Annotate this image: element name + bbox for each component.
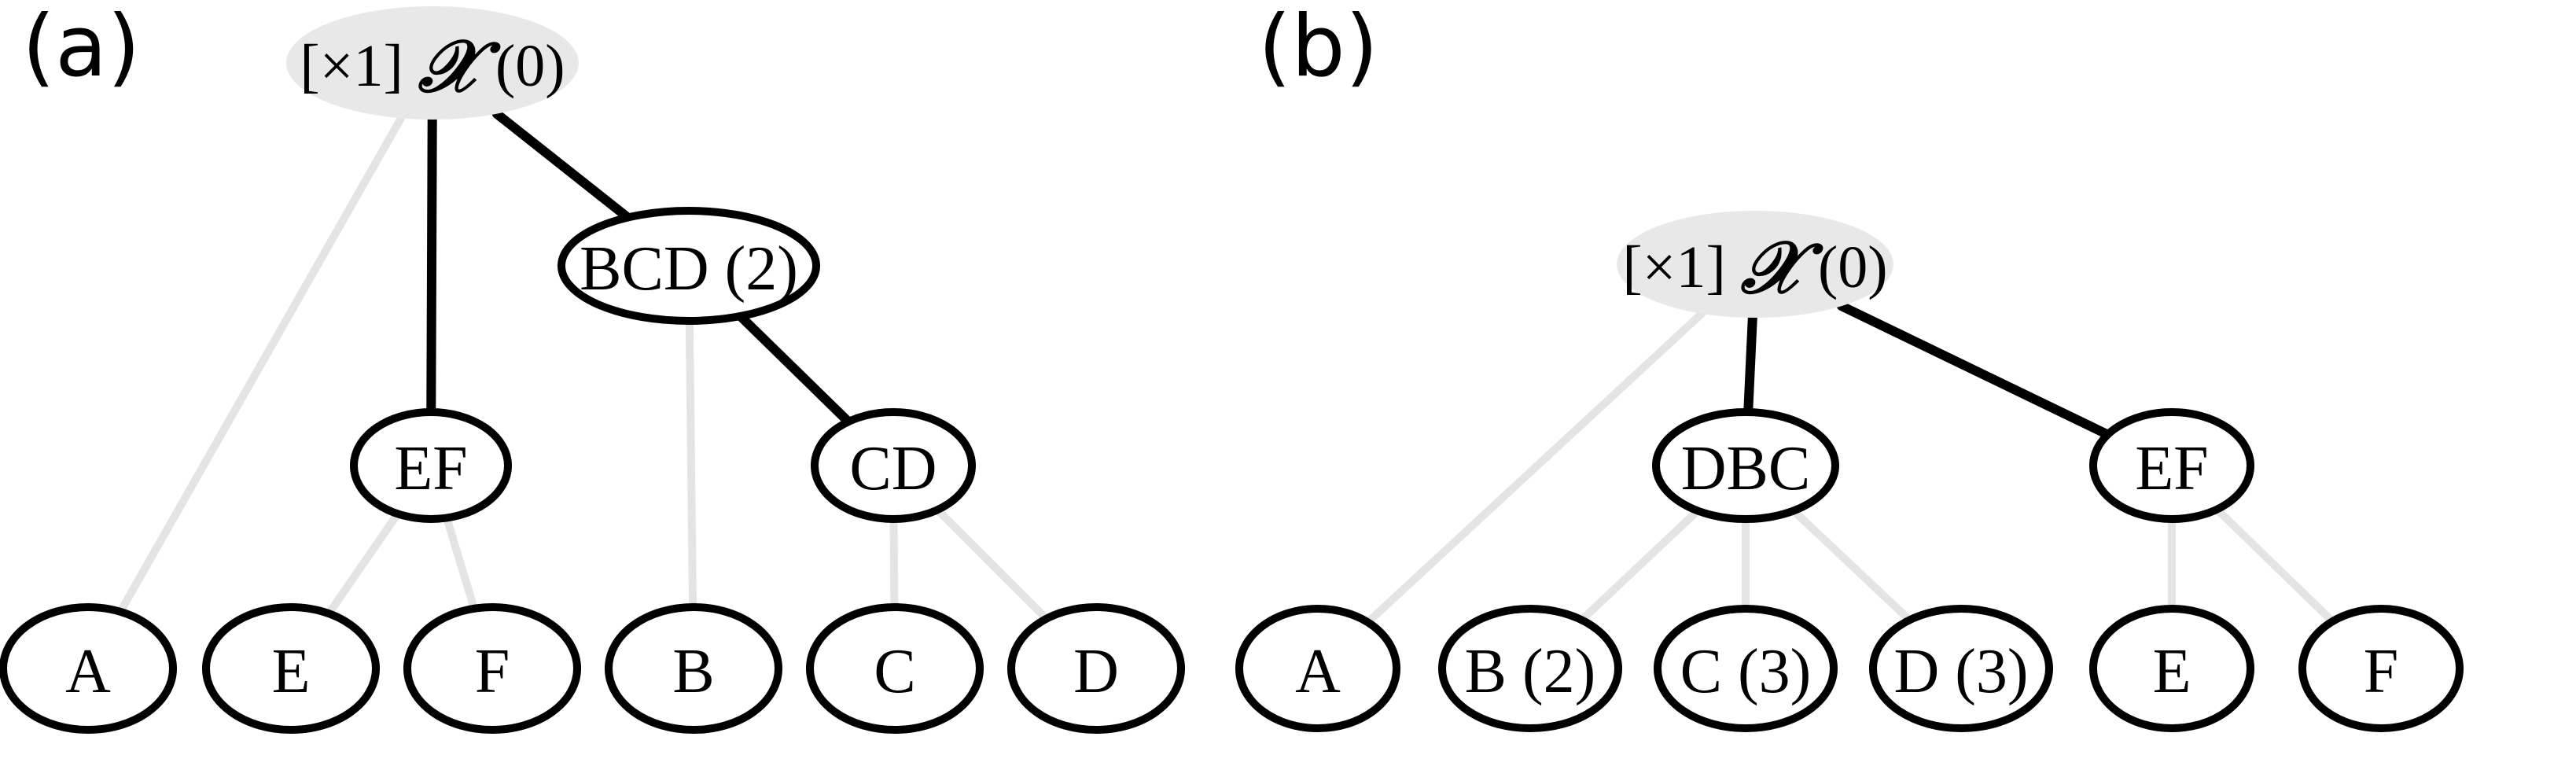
node-text-b-leaf-F: F [2364, 637, 2399, 706]
edge-a-root-to-a-bcd [491, 109, 633, 223]
node-a-root[interactable]: [×1] 𝒳 (0) [286, 6, 579, 120]
node-text-a-leaf-C: C [874, 637, 915, 706]
node-text-a-leaf-F: F [475, 637, 510, 706]
node-shape-b-leaf-C3 [1654, 605, 1838, 732]
node-text-b-dbc: DBC [1681, 434, 1811, 503]
node-shape-a-ef [350, 408, 512, 523]
edge-a-bcd-to-a-cd [735, 311, 853, 427]
node-shape-a-cd [811, 408, 976, 523]
node-shape-a-leaf-B [605, 603, 782, 734]
node-b-ef[interactable]: EF [2089, 408, 2254, 523]
edge-a-bcd-to-a-leaf-B [685, 316, 697, 612]
node-shape-a-leaf-D [1007, 603, 1185, 734]
node-text-b-leaf-D3: D (3) [1893, 637, 2028, 706]
node-shape-b-leaf-D3 [1869, 605, 2053, 732]
node-text-a-leaf-A: A [65, 637, 111, 706]
node-shape-b-dbc [1652, 408, 1839, 523]
edge-a-ef-to-a-leaf-E [325, 510, 402, 618]
node-shape-a-leaf-A [0, 603, 177, 734]
node-a-leaf-B[interactable]: B [605, 603, 782, 734]
node-shape-b-leaf-E [2089, 605, 2254, 732]
edge-b-root-to-b-ef [1836, 301, 2113, 440]
node-text-a-ef: EF [394, 434, 467, 503]
node-text-b-root: [×1] 𝒳 (0) [1622, 225, 1887, 310]
node-text-b-ef: EF [2135, 434, 2208, 503]
node-text-a-cd: CD [849, 434, 937, 503]
edge-a-cd-to-a-leaf-D [933, 506, 1051, 623]
node-a-leaf-F[interactable]: F [403, 603, 581, 734]
node-shape-a-root [286, 6, 579, 120]
node-a-cd[interactable]: CD [811, 408, 976, 523]
node-shape-a-leaf-E [202, 603, 380, 734]
edge-b-ef-to-b-leaf-F [2213, 505, 2337, 626]
node-b-leaf-F[interactable]: F [2298, 605, 2464, 732]
node-shape-b-leaf-B2 [1438, 605, 1622, 732]
node-shape-a-leaf-C [806, 603, 984, 734]
panel-label-layer: (a) (b) [22, 0, 1378, 96]
node-shape-b-leaf-A [1235, 605, 1400, 732]
edge-layer [116, 109, 2337, 627]
node-text-b-leaf-C3: C (3) [1680, 637, 1812, 706]
panel-label-panel-b: (b) [1258, 0, 1378, 96]
node-b-leaf-B2[interactable]: B (2) [1438, 605, 1622, 732]
node-shape-a-bcd [558, 207, 820, 325]
node-text-a-root: [×1] 𝒳 (0) [300, 24, 565, 109]
edge-b-root-to-b-dbc [1743, 312, 1757, 418]
node-text-b-leaf-A: A [1295, 637, 1341, 706]
edge-b-root-to-b-leaf-A [1363, 309, 1706, 627]
edge-a-cd-to-a-leaf-C [889, 514, 899, 612]
node-b-leaf-C3[interactable]: C (3) [1654, 605, 1838, 732]
node-b-dbc[interactable]: DBC [1652, 408, 1839, 523]
node-shape-b-root [1617, 211, 1893, 318]
node-a-bcd[interactable]: BCD (2) [558, 207, 820, 325]
edge-b-dbc-to-b-leaf-B2 [1577, 506, 1702, 624]
node-b-leaf-D3[interactable]: D (3) [1869, 605, 2053, 732]
node-text-a-leaf-D: D [1073, 637, 1119, 706]
node-a-leaf-A[interactable]: A [0, 603, 177, 734]
node-a-ef[interactable]: EF [350, 408, 512, 523]
panel-label-panel-a: (a) [22, 0, 140, 96]
node-b-root[interactable]: [×1] 𝒳 (0) [1617, 211, 1893, 318]
node-shape-b-leaf-F [2298, 605, 2464, 732]
edge-b-dbc-to-b-leaf-D3 [1790, 506, 1914, 624]
node-shape-b-ef [2089, 408, 2254, 523]
node-text-a-leaf-B: B [672, 637, 714, 706]
edge-a-ef-to-a-leaf-F [443, 514, 478, 613]
node-shape-a-leaf-F [403, 603, 581, 734]
node-b-leaf-E[interactable]: E [2089, 605, 2254, 732]
node-text-a-leaf-E: E [272, 637, 311, 706]
node-a-leaf-C[interactable]: C [806, 603, 984, 734]
edge-a-root-to-a-ef [426, 114, 437, 418]
node-a-leaf-E[interactable]: E [202, 603, 380, 734]
node-a-leaf-D[interactable]: D [1007, 603, 1185, 734]
node-text-a-bcd: BCD (2) [580, 234, 798, 304]
node-text-b-leaf-E: E [2153, 637, 2191, 706]
edge-a-root-to-a-leaf-A [116, 114, 406, 616]
node-b-leaf-A[interactable]: A [1235, 605, 1400, 732]
node-text-b-leaf-B2: B (2) [1465, 637, 1596, 706]
